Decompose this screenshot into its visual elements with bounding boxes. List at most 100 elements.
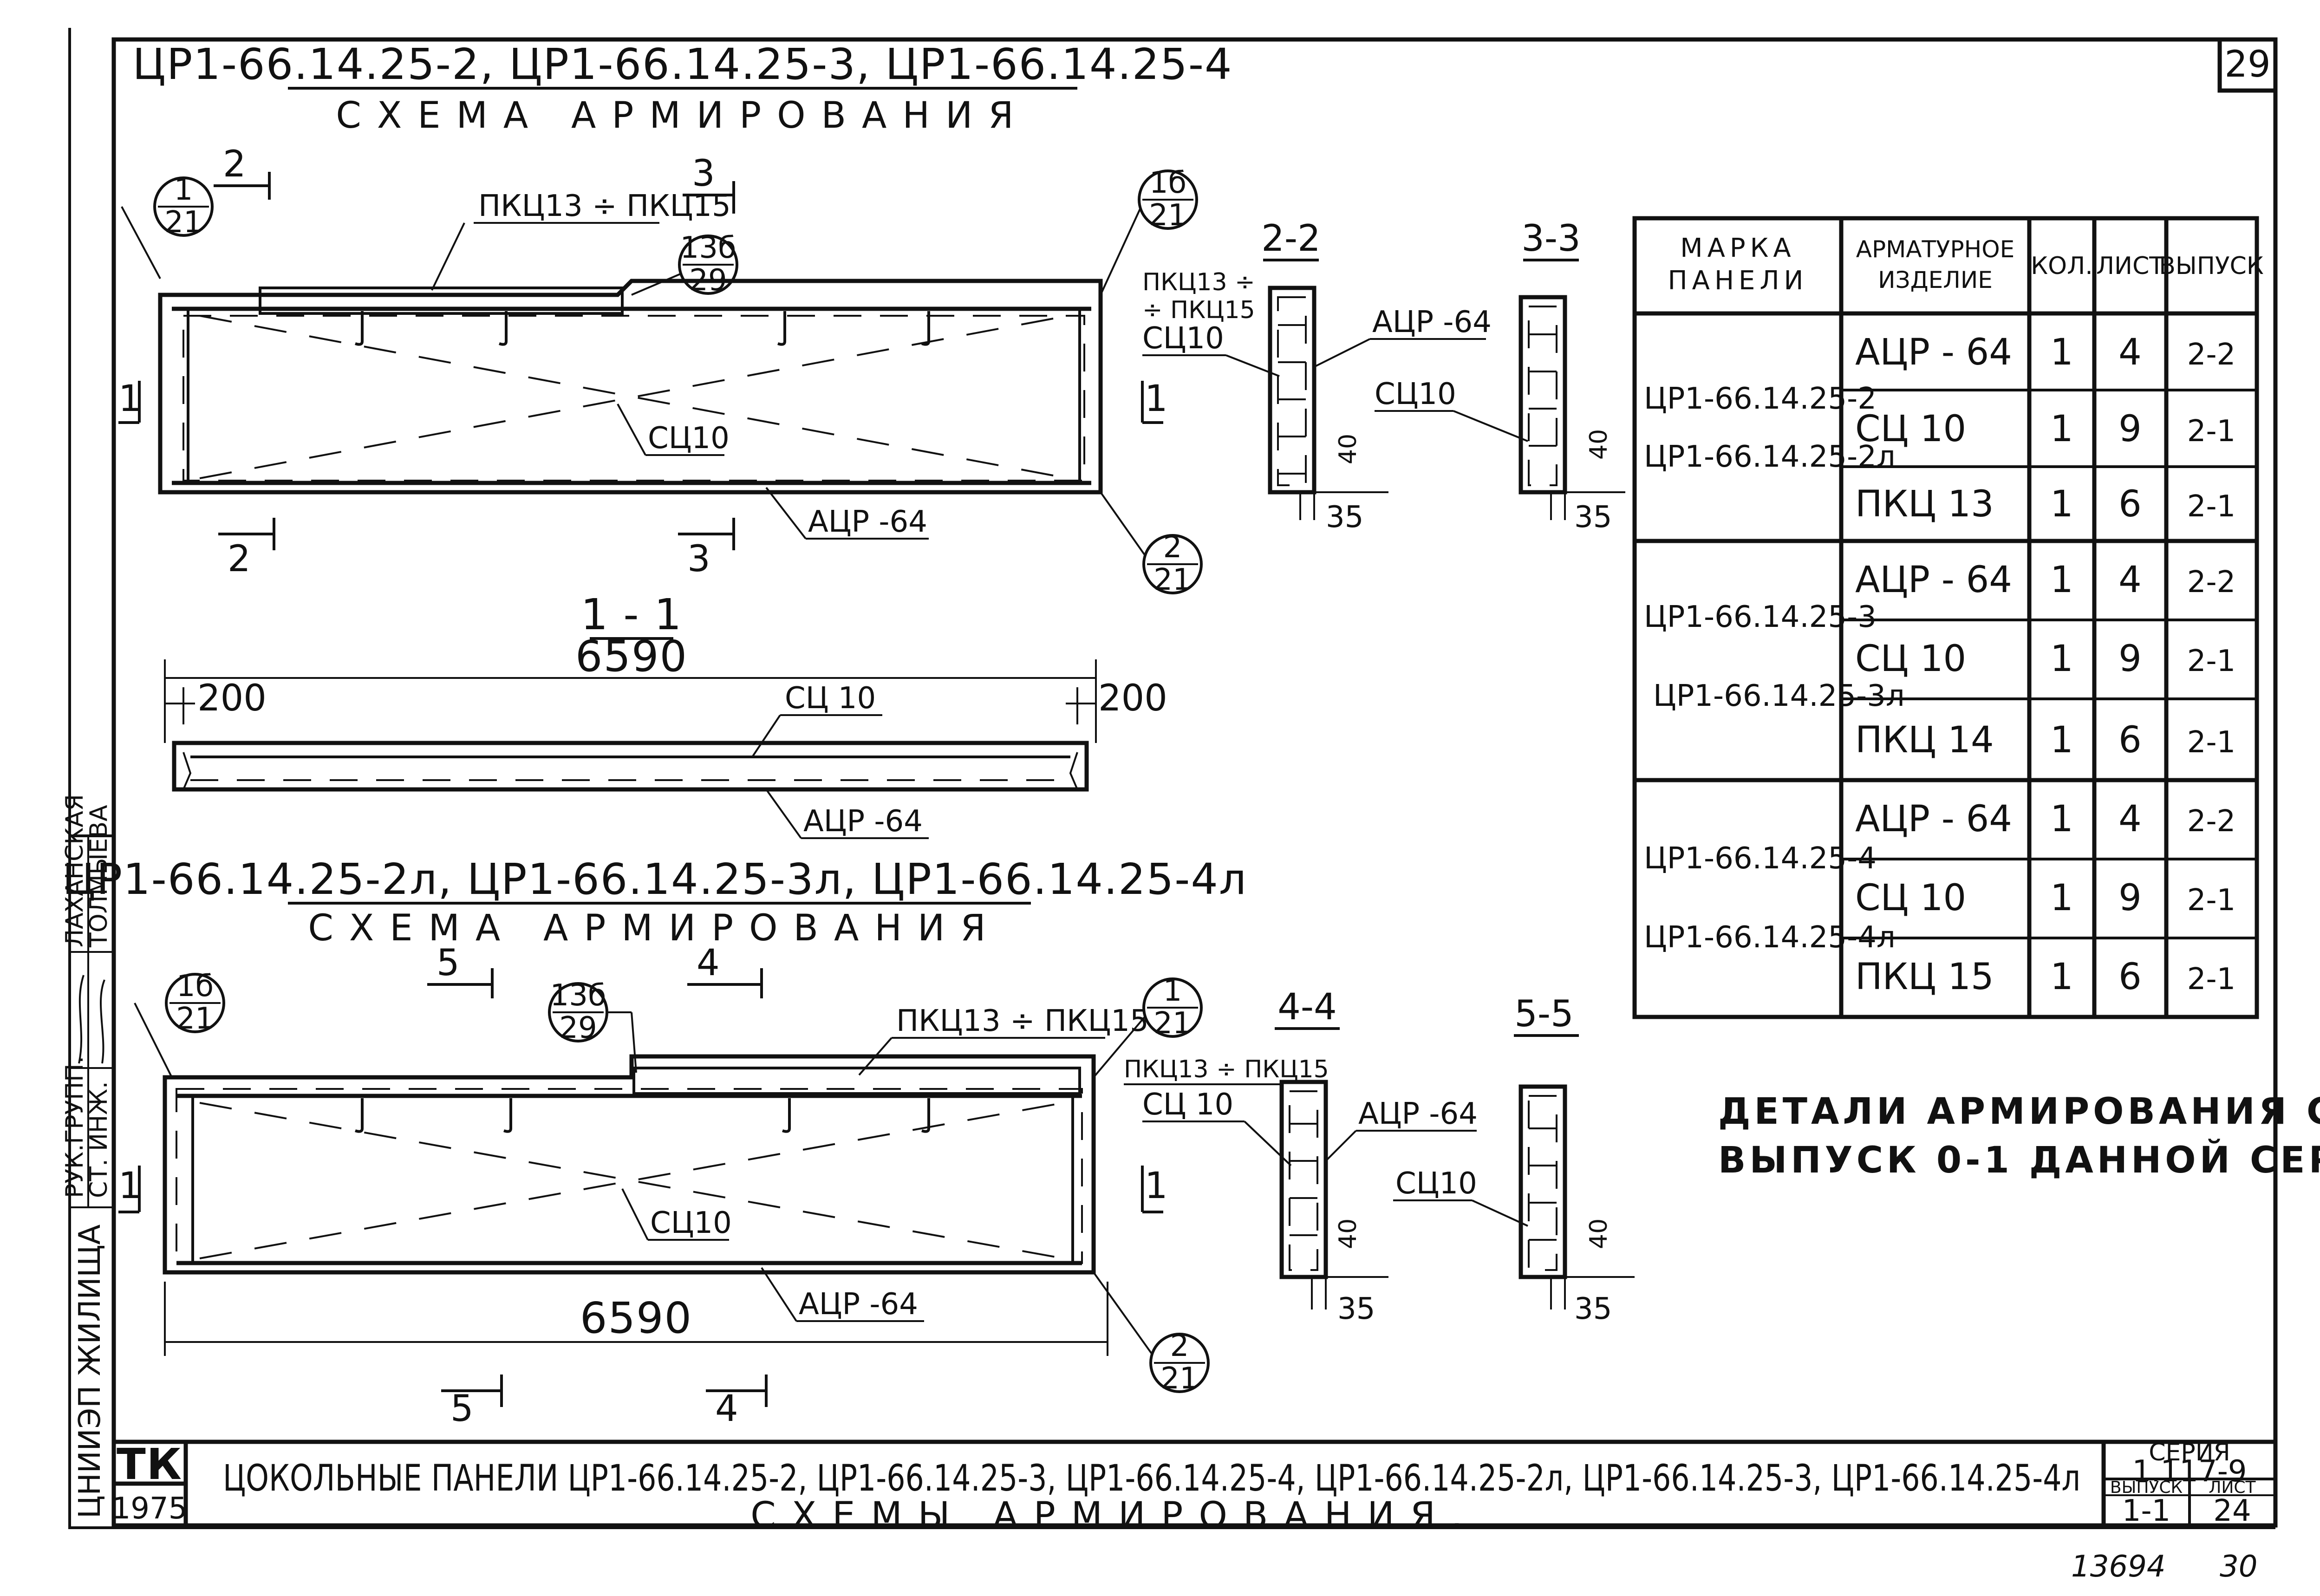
section-4-4-title: 4-4: [1277, 986, 1336, 1028]
section-4-4: 4-4 ПКЦ13 ÷ ПКЦ15 СЦ 10 АЦР -64 40 35: [1124, 986, 1478, 1326]
svg-text:21: 21: [164, 205, 202, 240]
table-header: МАРКА ПАНЕЛИ АРМАТУРНОЕ ИЗДЕЛИЕ КОЛ. ЛИС…: [1668, 233, 2264, 296]
svg-text:35: 35: [1337, 1292, 1375, 1326]
section-2-2: 2-2 ПКЦ13 ÷ ÷ ПКЦ15 СЦ10 АЦР -64 40 35: [1142, 218, 1492, 534]
svg-text:2-2: 2-2: [2187, 338, 2236, 372]
svg-text:1: 1: [2050, 408, 2073, 450]
svg-text:4: 4: [2118, 559, 2142, 601]
inventory-number: 13694: [2071, 1550, 2166, 1584]
svg-text:4: 4: [697, 942, 720, 984]
svg-text:2-2: 2-2: [2187, 804, 2236, 839]
year: 1975: [112, 1492, 188, 1526]
tk-mark: ТК: [117, 1440, 182, 1489]
svg-text:4: 4: [2118, 798, 2142, 840]
svg-text:СЦ10: СЦ10: [1395, 1166, 1477, 1201]
page-number: 29: [2224, 44, 2270, 85]
section-1-1-length: 6590: [575, 632, 688, 681]
svg-text:13б: 13б: [680, 231, 736, 265]
svg-text:29: 29: [559, 1011, 597, 1045]
svg-text:6: 6: [2118, 483, 2142, 525]
svg-text:40: 40: [1585, 429, 1613, 460]
header-issue: ВЫПУСК: [2159, 252, 2264, 280]
svg-text:40: 40: [1334, 434, 1362, 464]
header-qty: КОЛ.: [2031, 252, 2092, 280]
top-scheme-header: ЦР1-66.14.25-2, ЦР1-66.14.25-3, ЦР1-66.1…: [132, 39, 1232, 137]
svg-text:21: 21: [1160, 1361, 1198, 1396]
svg-text:АЦР -64: АЦР -64: [1358, 1097, 1478, 1131]
series-value: 1.117-9: [2132, 1454, 2247, 1489]
group-2-panel-a: ЦР1-66.14.25-3: [1644, 600, 1877, 634]
svg-text:1б: 1б: [1149, 166, 1186, 200]
bottom-label-sc: СЦ10: [650, 1206, 732, 1240]
top-label-sc: СЦ10: [648, 421, 730, 456]
svg-text:2-2: 2-2: [2187, 565, 2236, 599]
svg-text:1: 1: [1163, 974, 1182, 1008]
section-3-3-title: 3-3: [1521, 218, 1580, 260]
top-label-acr: АЦР -64: [808, 505, 927, 539]
name-1: ЛАХАНСКАЯ: [61, 794, 89, 947]
bottom-callout-1b-21: 1б 21: [134, 969, 225, 1078]
org-name: ЦНИИЭП ЖИЛИЩА: [73, 1224, 107, 1518]
svg-text:СЦ 10: СЦ 10: [1142, 1088, 1233, 1122]
svg-text:2: 2: [223, 143, 246, 185]
svg-text:2: 2: [1170, 1329, 1189, 1363]
svg-text:6: 6: [2118, 719, 2142, 761]
svg-text:АЦР -64: АЦР -64: [1372, 305, 1492, 339]
svg-text:1: 1: [1145, 1165, 1168, 1207]
title-block: ТК 1975 ЦОКОЛЬНЫЕ ПАНЕЛИ ЦР1-66.14.25-2,…: [111, 1439, 2278, 1537]
page-number-box: 29: [2217, 37, 2278, 93]
svg-text:4: 4: [715, 1388, 738, 1430]
svg-text:СЦ 10: СЦ 10: [1855, 638, 1966, 680]
svg-text:1: 1: [2050, 798, 2073, 840]
svg-text:35: 35: [1326, 500, 1363, 534]
svg-text:2-1: 2-1: [2187, 489, 2236, 524]
svg-text:АЦР - 64: АЦР - 64: [1855, 559, 2012, 601]
section-2-2-title: 2-2: [1261, 218, 1320, 260]
svg-text:6: 6: [2118, 956, 2142, 998]
svg-text:СЦ 10: СЦ 10: [1855, 877, 1966, 919]
svg-text:ПКЦ 14: ПКЦ 14: [1855, 719, 1994, 761]
svg-text:2: 2: [1163, 530, 1182, 565]
section-1-1: 1 - 1 6590 200 200 СЦ 10 АЦР -64: [164, 590, 1167, 839]
top-callout-13b-29: 13б 29: [631, 231, 738, 298]
svg-text:2: 2: [228, 538, 251, 580]
svg-text:СЦ10: СЦ10: [1142, 321, 1224, 356]
drawing-title-line-1: ЦОКОЛЬНЫЕ ПАНЕЛИ ЦР1-66.14.25-2, ЦР1-66.…: [223, 1458, 2080, 1499]
bottom-callout-1-21: 1 21: [1093, 974, 1203, 1078]
svg-text:1: 1: [118, 1165, 142, 1207]
header-panel-mark: МАРКА ПАНЕЛИ: [1668, 233, 1808, 296]
issue-value: 1-1: [2122, 1494, 2171, 1528]
svg-text:40: 40: [1585, 1218, 1613, 1249]
svg-text:2-1: 2-1: [2187, 644, 2236, 678]
bottom-labels: ПКЦ13 ÷ ПКЦ15 СЦ10 АЦР -64: [621, 1004, 1149, 1322]
svg-text:200: 200: [1098, 677, 1167, 719]
svg-text:1: 1: [2050, 332, 2073, 373]
top-panel-drawing: [158, 279, 1103, 495]
series-label: СЕРИЯ: [2149, 1439, 2230, 1466]
svg-text:СЦ 10: СЦ 10: [1855, 408, 1966, 450]
svg-text:2-1: 2-1: [2187, 725, 2236, 760]
svg-text:5: 5: [437, 942, 460, 984]
bottom-scheme-header: ЦР1-66.14.25-2л, ЦР1-66.14.25-3л, ЦР1-66…: [62, 854, 1246, 949]
svg-text:ПКЦ 13: ПКЦ 13: [1855, 483, 1994, 525]
svg-text:АЦР - 64: АЦР - 64: [1855, 798, 2012, 840]
svg-text:3: 3: [692, 153, 715, 195]
top-scheme-subtitle: СХЕМА АРМИРОВАНИЯ: [336, 95, 1029, 137]
svg-text:2-1: 2-1: [2187, 883, 2236, 918]
top-cut-markers: 2 3 2 3 1 1: [118, 143, 1168, 580]
group-3-panel-b: ЦР1-66.14.25-4л: [1644, 920, 1896, 955]
svg-text:ПКЦ13 ÷ ПКЦ15: ПКЦ13 ÷ ПКЦ15: [1124, 1055, 1329, 1083]
svg-text:1б: 1б: [176, 969, 214, 1003]
svg-text:3: 3: [687, 538, 710, 580]
svg-text:ПКЦ 15: ПКЦ 15: [1855, 956, 1994, 998]
bottom-callout-2-21: 2 21: [1093, 1271, 1210, 1396]
table-group-1: ЦР1-66.14.25-2 ЦР1-66.14.25-2л АЦР - 64 …: [1644, 332, 2235, 525]
svg-text:2-1: 2-1: [2187, 414, 2236, 449]
reinforcement-note: ДЕТАЛИ АРМИРОВАНИЯ СМ. ВЫПУСК 0-1 ДАННОЙ…: [1718, 1091, 2320, 1181]
group-2-panel-b: ЦР1-66.14.25-3л: [1653, 679, 1905, 713]
bottom-cut-markers: 5 4 5 4 1 1: [118, 942, 1168, 1430]
name-2: ТОЛМЫЕВА: [85, 805, 113, 948]
group-1-panel-b: ЦР1-66.14.25-2л: [1644, 440, 1896, 474]
svg-text:21: 21: [1153, 563, 1191, 597]
